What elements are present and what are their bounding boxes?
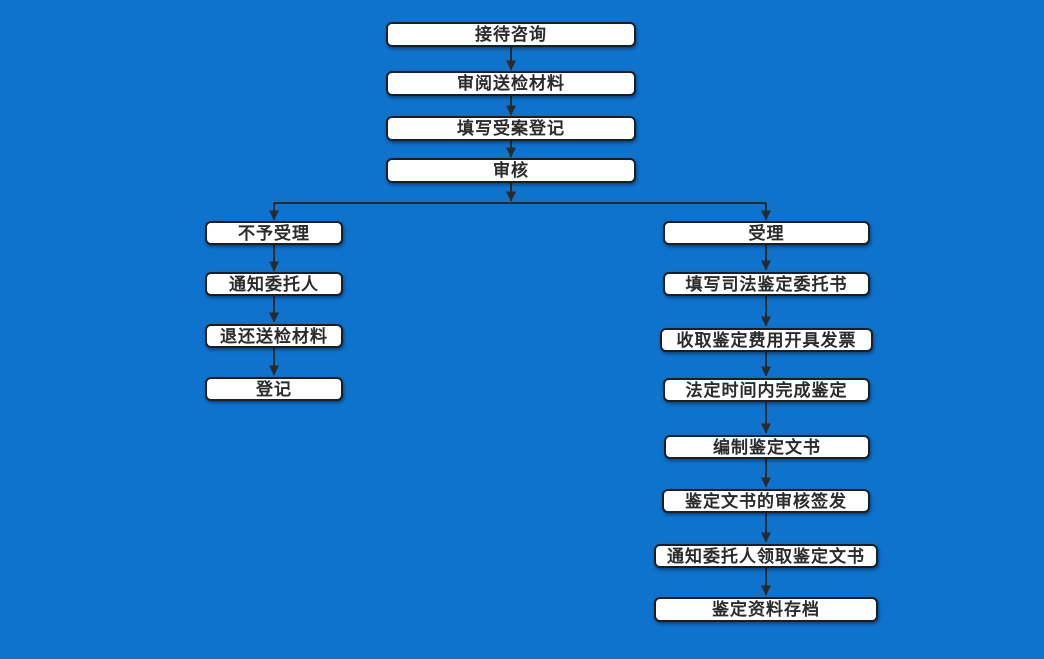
node-prepare-document: 编制鉴定文书 — [664, 435, 870, 459]
node-review-check: 审核 — [386, 158, 636, 183]
node-reception-consult: 接待咨询 — [386, 22, 636, 47]
node-return-materials: 退还送检材料 — [205, 324, 343, 348]
node-fill-entrustment: 填写司法鉴定委托书 — [663, 272, 870, 296]
node-collect-fee-invoice: 收取鉴定费用开具发票 — [660, 328, 873, 352]
node-register: 登记 — [205, 377, 343, 401]
node-review-sign-issue: 鉴定文书的审核签发 — [662, 489, 870, 513]
node-notify-client: 通知委托人 — [205, 272, 343, 296]
node-review-materials: 审阅送检材料 — [386, 71, 636, 96]
node-complete-in-time: 法定时间内完成鉴定 — [663, 378, 870, 402]
node-notify-collect-doc: 通知委托人领取鉴定文书 — [654, 544, 878, 568]
node-accept: 受理 — [663, 221, 870, 245]
node-not-accepted: 不予受理 — [205, 221, 343, 245]
node-case-registration: 填写受案登记 — [386, 116, 636, 141]
node-archive-materials: 鉴定资料存档 — [654, 597, 878, 622]
